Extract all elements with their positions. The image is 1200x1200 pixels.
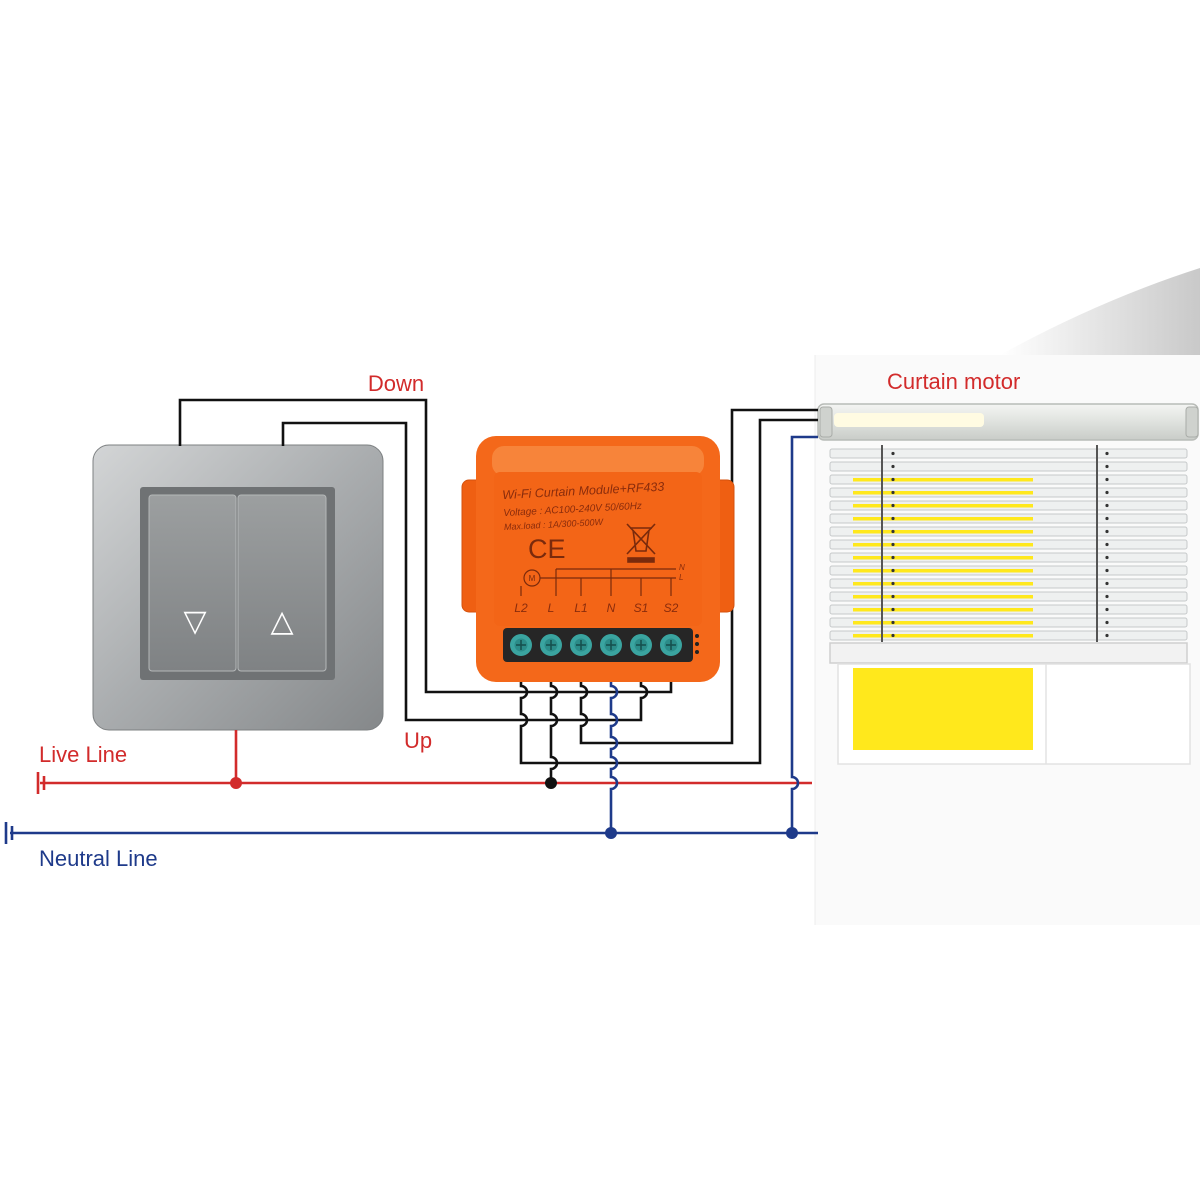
blind-slats [829, 448, 1188, 641]
terminal-label-l2: L2 [514, 601, 528, 615]
down-label: Down [368, 371, 424, 396]
up-label: Up [404, 728, 432, 753]
blind-slat [829, 500, 1188, 511]
live-module-junction [545, 777, 557, 789]
terminal-screw [660, 634, 682, 656]
blind-slat [829, 448, 1188, 459]
live-switch-junction [230, 777, 242, 789]
neutral-line-label: Neutral Line [39, 846, 158, 871]
blind-slat [829, 552, 1188, 563]
curtain-motor-tube [817, 403, 1199, 441]
wire-s1-up [281, 421, 649, 722]
terminal-screw [570, 634, 592, 656]
terminal-label-s2: S2 [664, 601, 679, 615]
live-terminal-symbol-icon [36, 772, 46, 794]
schematic-n-label: N [679, 563, 685, 572]
blind-slat [829, 604, 1188, 615]
blind-slat [829, 565, 1188, 576]
neutral-terminal-symbol-icon [4, 822, 14, 844]
wire-l2-motor [519, 418, 818, 765]
curtain-module: Wi-Fi Curtain Module+RF433 Voltage : AC1… [461, 436, 735, 682]
switch-rocker-down [148, 494, 237, 672]
terminal-screw [600, 634, 622, 656]
crossed-bin-icon [626, 523, 656, 563]
blind-slat [829, 578, 1188, 589]
curtain-motor-label: Curtain motor [887, 369, 1020, 394]
blind-slat [829, 539, 1188, 550]
module-schematic [520, 568, 676, 596]
wire-l1-motor [579, 408, 818, 745]
down-arrow-icon: ▽ [183, 604, 206, 639]
terminal-screws [510, 634, 682, 656]
status-dots [695, 634, 699, 654]
module-top-face [492, 446, 704, 476]
blind-slat [829, 487, 1188, 498]
terminal-screw [630, 634, 652, 656]
blind-slat [829, 474, 1188, 485]
blind-bottom-rail [829, 642, 1188, 664]
switch-rocker-up [237, 494, 327, 672]
live-line-label: Live Line [39, 742, 127, 767]
blind-slat [829, 630, 1188, 641]
schematic-l-label: L [679, 573, 683, 582]
neutral-motor-junction [786, 827, 798, 839]
wire-n-neutral [609, 656, 619, 833]
blind-slat [829, 591, 1188, 602]
up-arrow-icon: △ [270, 604, 293, 639]
wire-motor-neutral [790, 435, 818, 833]
wire-s2-down [178, 398, 673, 694]
wires [4, 398, 818, 844]
terminal-label-l: L [548, 601, 555, 615]
module-label-panel [494, 472, 702, 626]
neutral-module-junction [605, 827, 617, 839]
window-light [853, 668, 1033, 750]
curtain-area [814, 268, 1200, 925]
background-shading [1000, 268, 1200, 355]
wire-l-live [549, 656, 559, 783]
blind-slat [829, 513, 1188, 524]
blind-slat [829, 526, 1188, 537]
blind-slat [829, 617, 1188, 628]
blind-slat [829, 461, 1188, 472]
motor-symbol-label: M [529, 574, 536, 583]
ce-mark: CE [528, 534, 566, 564]
terminal-screw [510, 634, 532, 656]
wall-switch: ▽ △ [92, 444, 384, 731]
terminal-label-n: N [607, 601, 616, 615]
terminal-label-s1: S1 [634, 601, 649, 615]
terminal-label-l1: L1 [574, 601, 587, 615]
terminal-screw [540, 634, 562, 656]
